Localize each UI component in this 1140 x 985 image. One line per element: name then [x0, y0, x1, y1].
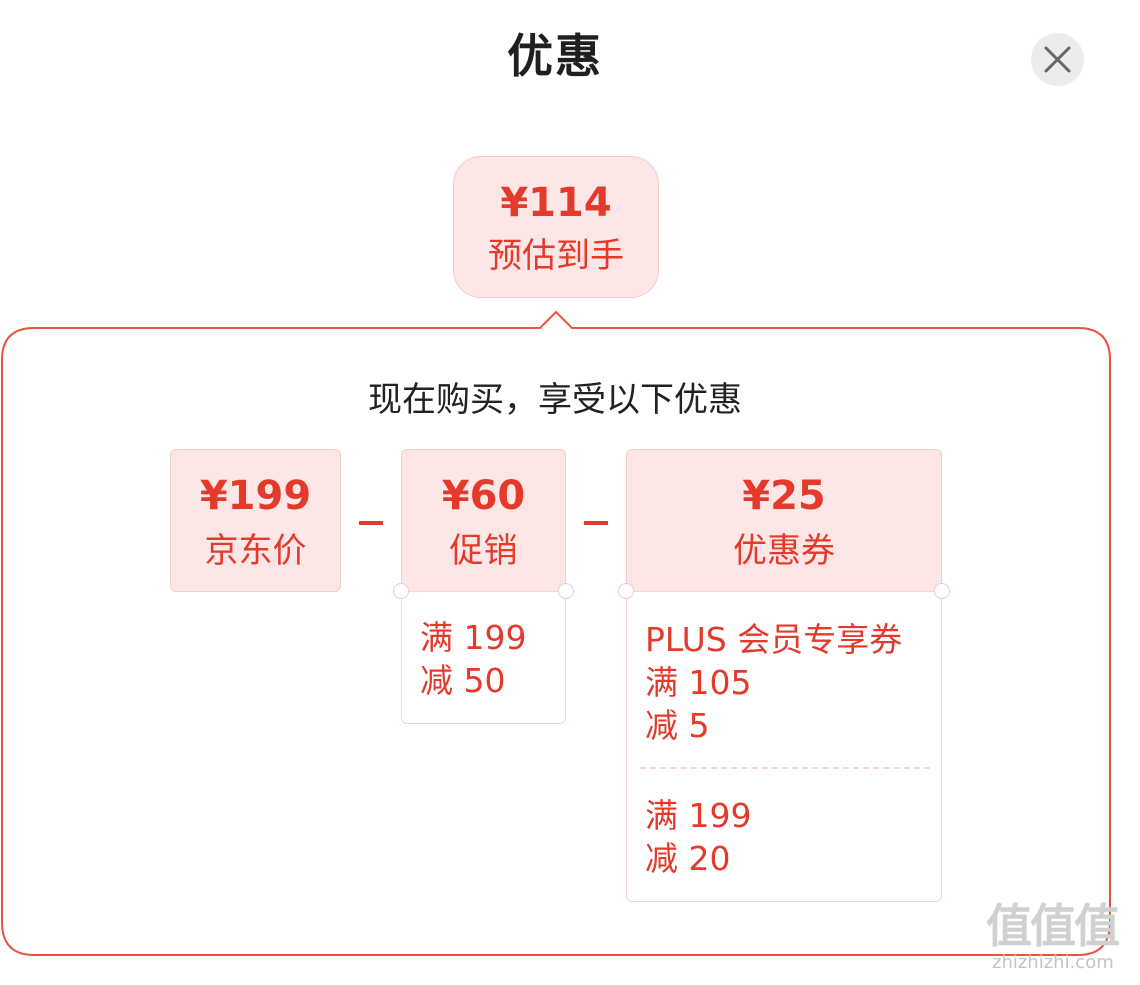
estimated-price-badge: ¥114 预估到手 [453, 156, 659, 298]
ticket-notch [393, 583, 409, 599]
coupon-card-details: PLUS 会员专享券 满 105 减 5 满 199 减 20 [626, 591, 942, 902]
page-title: 优惠 [507, 29, 603, 83]
promotion-card-details: 满 199 减 50 [401, 591, 566, 724]
promotion-discount: 减 50 [420, 661, 506, 700]
coupon-condition: 满 105 [645, 663, 752, 702]
close-button[interactable] [1031, 33, 1084, 86]
estimated-price: ¥114 [500, 180, 612, 226]
coupon-label: 优惠券 [733, 531, 835, 571]
coupon-discount: 减 20 [645, 839, 731, 878]
coupon-name: PLUS 会员专享券 [645, 620, 903, 659]
minus-operator [359, 521, 383, 525]
promotion-amount: ¥60 [441, 473, 526, 519]
watermark-logo: 值值值 zhizhizhi.com [986, 900, 1136, 980]
coupon-discount: 减 5 [645, 706, 710, 745]
minus-operator [584, 521, 608, 525]
panel-subtitle: 现在购买，享受以下优惠 [368, 380, 742, 420]
promotion-label: 促销 [449, 531, 518, 571]
jd-price-label: 京东价 [204, 531, 307, 571]
coupon-item: 满 199 减 20 [645, 794, 751, 880]
ticket-notch [618, 583, 634, 599]
coupon-divider [640, 767, 930, 769]
jd-price-card: ¥199 京东价 [170, 449, 341, 592]
coupon-item: PLUS 会员专享券 满 105 减 5 [645, 618, 902, 747]
close-icon[interactable] [1031, 33, 1084, 86]
promotion-card-header: ¥60 促销 [401, 449, 566, 592]
watermark-url: zhizhizhi.com [992, 952, 1114, 973]
ticket-notch [558, 583, 574, 599]
promotion-condition: 满 199 [420, 618, 527, 657]
coupon-card-header: ¥25 优惠券 [626, 449, 942, 592]
ticket-notch [934, 583, 950, 599]
jd-price-amount: ¥199 [199, 473, 312, 519]
coupon-condition: 满 199 [645, 796, 752, 835]
coupon-amount: ¥25 [742, 473, 826, 519]
estimated-price-label: 预估到手 [488, 236, 624, 276]
watermark-glyphs: 值值值 [986, 899, 1120, 953]
